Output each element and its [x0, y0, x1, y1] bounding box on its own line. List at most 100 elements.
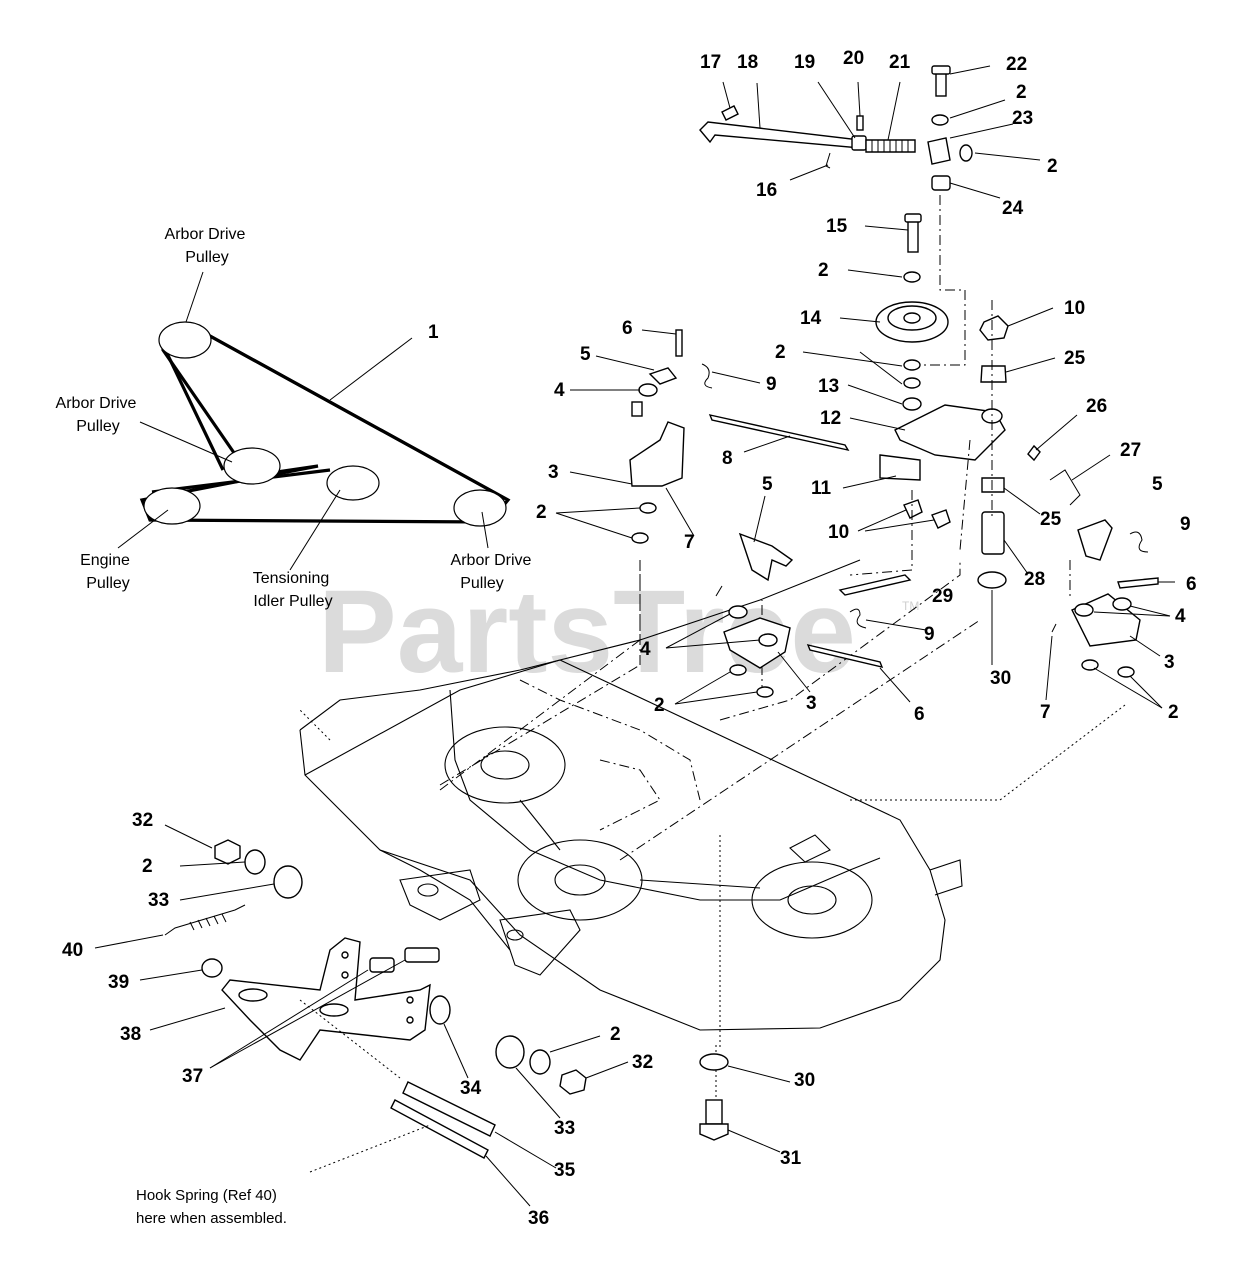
callout-leaders [94, 65, 1175, 1207]
engine-pulley [143, 487, 201, 525]
callout-2-hitch: 2 [142, 856, 153, 877]
spacer-24 [931, 175, 951, 191]
callout-6-right: 6 [1186, 574, 1197, 595]
arbor-drive-pulley-top [158, 321, 212, 359]
callout-2-left: 2 [536, 502, 547, 523]
spacer-30b [699, 1053, 729, 1071]
callout-19: 19 [794, 52, 815, 73]
callout-25-top: 25 [1064, 348, 1086, 369]
latch-5b [738, 532, 794, 582]
arbor-drive-pulley-right [453, 489, 507, 527]
right-bracket-assembly [1051, 519, 1159, 678]
note-line2: here when assembled. [136, 1210, 287, 1227]
callout-5-right: 5 [1152, 474, 1163, 495]
callout-4-center: 4 [640, 639, 651, 660]
callout-2-pulley: 2 [818, 260, 829, 281]
washer-2d-1 [903, 359, 921, 371]
nut-32a [214, 839, 241, 865]
nut-4b-2 [758, 633, 778, 647]
callout-25-bottom: 25 [1040, 509, 1062, 530]
callout-4-left: 4 [554, 380, 565, 401]
tensioning-idler-pulley [326, 465, 380, 501]
washer-2e-1 [1081, 659, 1099, 671]
bushing-25b [981, 477, 1005, 493]
spring-9a [701, 363, 713, 389]
hairpin-clip [721, 105, 739, 121]
nut-39 [201, 958, 223, 978]
label-arbor-top-line1: Arbor Drive [165, 226, 246, 243]
left-bracket-assembly [439, 329, 713, 791]
callout-numbers: 17 18 19 20 21 22 2 23 2 16 24 15 2 10 1… [62, 48, 1197, 1229]
washer-2b [959, 144, 973, 162]
spring-40 [164, 904, 246, 936]
callout-10-bottom: 10 [828, 522, 849, 543]
label-arbor-top-line2: Pulley [185, 249, 229, 266]
callout-33-right: 33 [554, 1118, 575, 1139]
callout-2-top: 2 [1016, 82, 1027, 103]
cotter-7b [715, 585, 723, 597]
trunnion [851, 135, 867, 151]
bushing-33a [273, 865, 303, 899]
callout-9-right: 9 [1180, 514, 1191, 535]
arbor-drive-pulley-left [223, 447, 281, 485]
pin-6b [806, 644, 884, 668]
link-29 [838, 574, 912, 596]
callout-32-left: 32 [132, 810, 153, 831]
bushing-34 [429, 995, 451, 1025]
cotter-7c [1051, 623, 1057, 633]
nut-32b [559, 1069, 587, 1095]
callout-28: 28 [1024, 569, 1045, 590]
callout-33-left: 33 [148, 890, 169, 911]
callout-22: 22 [1006, 54, 1027, 75]
hitch-plate-38 [221, 937, 431, 1061]
callout-2-right: 2 [1047, 156, 1058, 177]
washer-2a [931, 114, 949, 126]
callout-7-right: 7 [1040, 702, 1051, 723]
callout-2-washers: 2 [775, 342, 786, 363]
label-arbor-left-line1: Arbor Drive [56, 395, 137, 412]
callout-20: 20 [843, 48, 864, 69]
deck-outline-top [299, 559, 861, 731]
callout-24: 24 [1002, 198, 1024, 219]
callout-21: 21 [889, 52, 911, 73]
latch-5c [1077, 519, 1113, 561]
callout-9-center: 9 [924, 624, 935, 645]
washer-2i [529, 1049, 551, 1075]
washer-2h [244, 849, 266, 875]
nut-4c-2 [1112, 597, 1132, 611]
callout-29: 29 [932, 586, 953, 607]
belt-long-run [189, 323, 509, 502]
callout-5-center: 5 [762, 474, 773, 495]
callout-1: 1 [428, 322, 439, 343]
callout-6-left: 6 [622, 318, 633, 339]
callout-2-right-bracket: 2 [1168, 702, 1179, 723]
spring-9c [1129, 531, 1149, 553]
bracket-11 [879, 454, 921, 481]
bracket-3b [723, 617, 791, 669]
bracket-3a [629, 421, 685, 487]
watermark-trademark: TM [902, 599, 919, 613]
callout-17: 17 [700, 52, 721, 73]
spacer-13 [902, 397, 922, 411]
bolt-37b [404, 947, 440, 963]
callout-38: 38 [120, 1024, 141, 1045]
callout-3-right: 3 [1164, 652, 1175, 673]
washer-2c [903, 271, 921, 283]
label-idler-line1: Tensioning [253, 570, 330, 587]
washer-2f-2 [631, 532, 649, 544]
washer-2e-2 [1117, 666, 1135, 678]
bushing-4a [631, 401, 643, 417]
deck-outline-front [299, 729, 963, 1031]
control-rod [699, 121, 861, 149]
callout-13: 13 [818, 376, 839, 397]
nut-10b-2 [931, 509, 951, 529]
pin-6c [1117, 577, 1159, 589]
nut-10a [979, 315, 1009, 341]
spindle-right [751, 861, 873, 939]
label-arbor-right-line1: Arbor Drive [451, 552, 532, 569]
callout-35: 35 [554, 1160, 576, 1181]
idler-arm-bracket [927, 137, 951, 165]
nut-4b-1 [728, 605, 748, 619]
bolt-15 [907, 219, 919, 253]
